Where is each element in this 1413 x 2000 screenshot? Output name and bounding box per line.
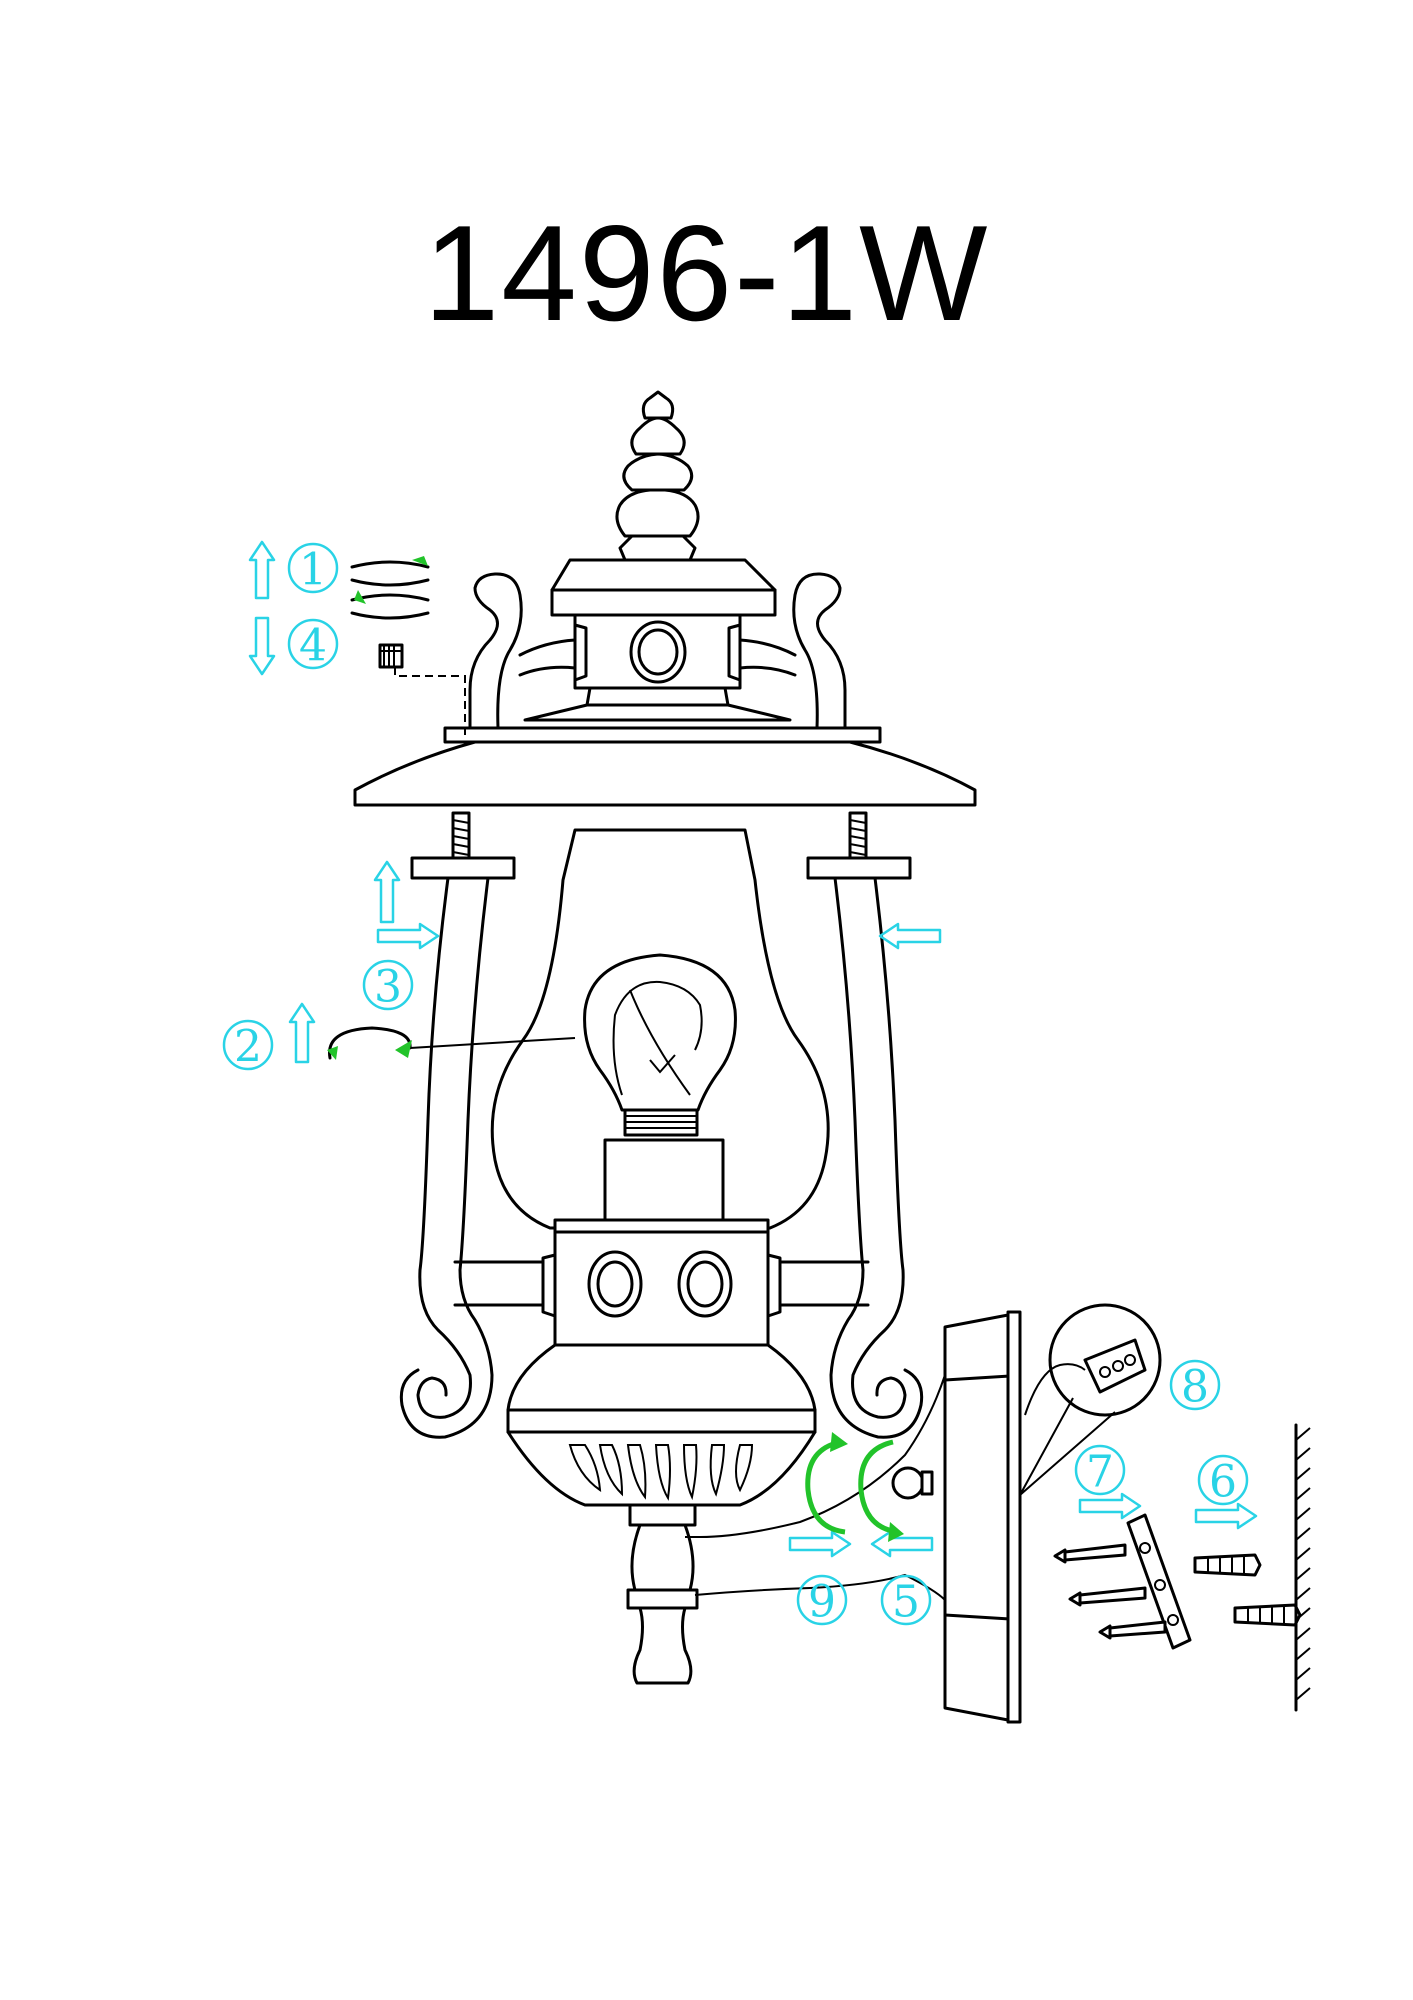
lantern-base [506, 1218, 817, 1685]
wall-backplate [891, 1310, 1022, 1724]
wire-upper [685, 1374, 946, 1538]
step-number: 9 [808, 1577, 836, 1628]
up-arrow-icon [288, 1002, 316, 1064]
wall-surface [1294, 1423, 1311, 1712]
step-number: 3 [374, 962, 402, 1013]
right-cap-plate [806, 856, 912, 880]
rotation-arrow-icon [830, 1432, 848, 1452]
step-marker-8: 8 [1169, 1359, 1221, 1413]
wall-anchors [1193, 1553, 1302, 1627]
step-marker-4: 4 [287, 618, 339, 672]
up-arrow-icon [248, 540, 276, 600]
step-number: 5 [892, 1577, 920, 1628]
right-arrow-icon [1194, 1502, 1258, 1530]
step-marker-5: 5 [880, 1574, 932, 1628]
step-number: 2 [234, 1022, 262, 1073]
retaining-ring [327, 1026, 576, 1060]
right-arrow-icon [1078, 1492, 1142, 1520]
threaded-studs [451, 811, 868, 860]
top-collar [523, 558, 792, 722]
step-markers: 1 2 3 4 5 6 7 8 [222, 542, 1249, 1628]
step-number: 8 [1181, 1362, 1209, 1413]
down-arrow-icon [248, 616, 276, 676]
step-number: 1 [299, 545, 327, 596]
rotation-arrow-icon [327, 1046, 338, 1060]
terminal-block-detail [1019, 1303, 1162, 1496]
step-marker-1: 1 [287, 542, 339, 596]
lantern-hood [353, 726, 977, 807]
rotation-arrow-icon [354, 590, 366, 604]
step-marker-6: 6 [1197, 1454, 1249, 1508]
step-marker-3: 3 [362, 959, 414, 1013]
step-marker-2: 2 [222, 1019, 274, 1073]
rotation-arrows [805, 1432, 904, 1542]
left-arrow-icon [878, 922, 942, 950]
rotation-arrow-icon [888, 1522, 904, 1542]
rotation-arrow-icon [412, 556, 428, 566]
mounting-bracket [1053, 1513, 1192, 1650]
ring-and-nut-parts [350, 556, 466, 735]
right-arrow-icon [788, 1530, 852, 1558]
step-marker-7: 7 [1074, 1444, 1126, 1498]
up-arrow-icon [373, 860, 401, 924]
right-arrow-icon [376, 922, 440, 950]
light-bulb [583, 953, 737, 1137]
finial [615, 390, 700, 562]
side-frame [399, 876, 924, 1439]
step-number: 7 [1086, 1447, 1114, 1498]
left-cap-plate [410, 856, 516, 880]
step-marker-9: 9 [796, 1574, 848, 1628]
model-number-title: 1496-1W [423, 197, 990, 349]
left-arrow-icon [870, 1530, 934, 1558]
glass-chimney [490, 828, 830, 1230]
top-scroll-arms [468, 572, 847, 730]
rotation-arrow-icon [395, 1040, 412, 1058]
lamp-socket [603, 1138, 725, 1222]
step-number: 6 [1209, 1457, 1237, 1508]
step-number: 4 [299, 621, 327, 672]
direction-arrows [248, 540, 1258, 1558]
